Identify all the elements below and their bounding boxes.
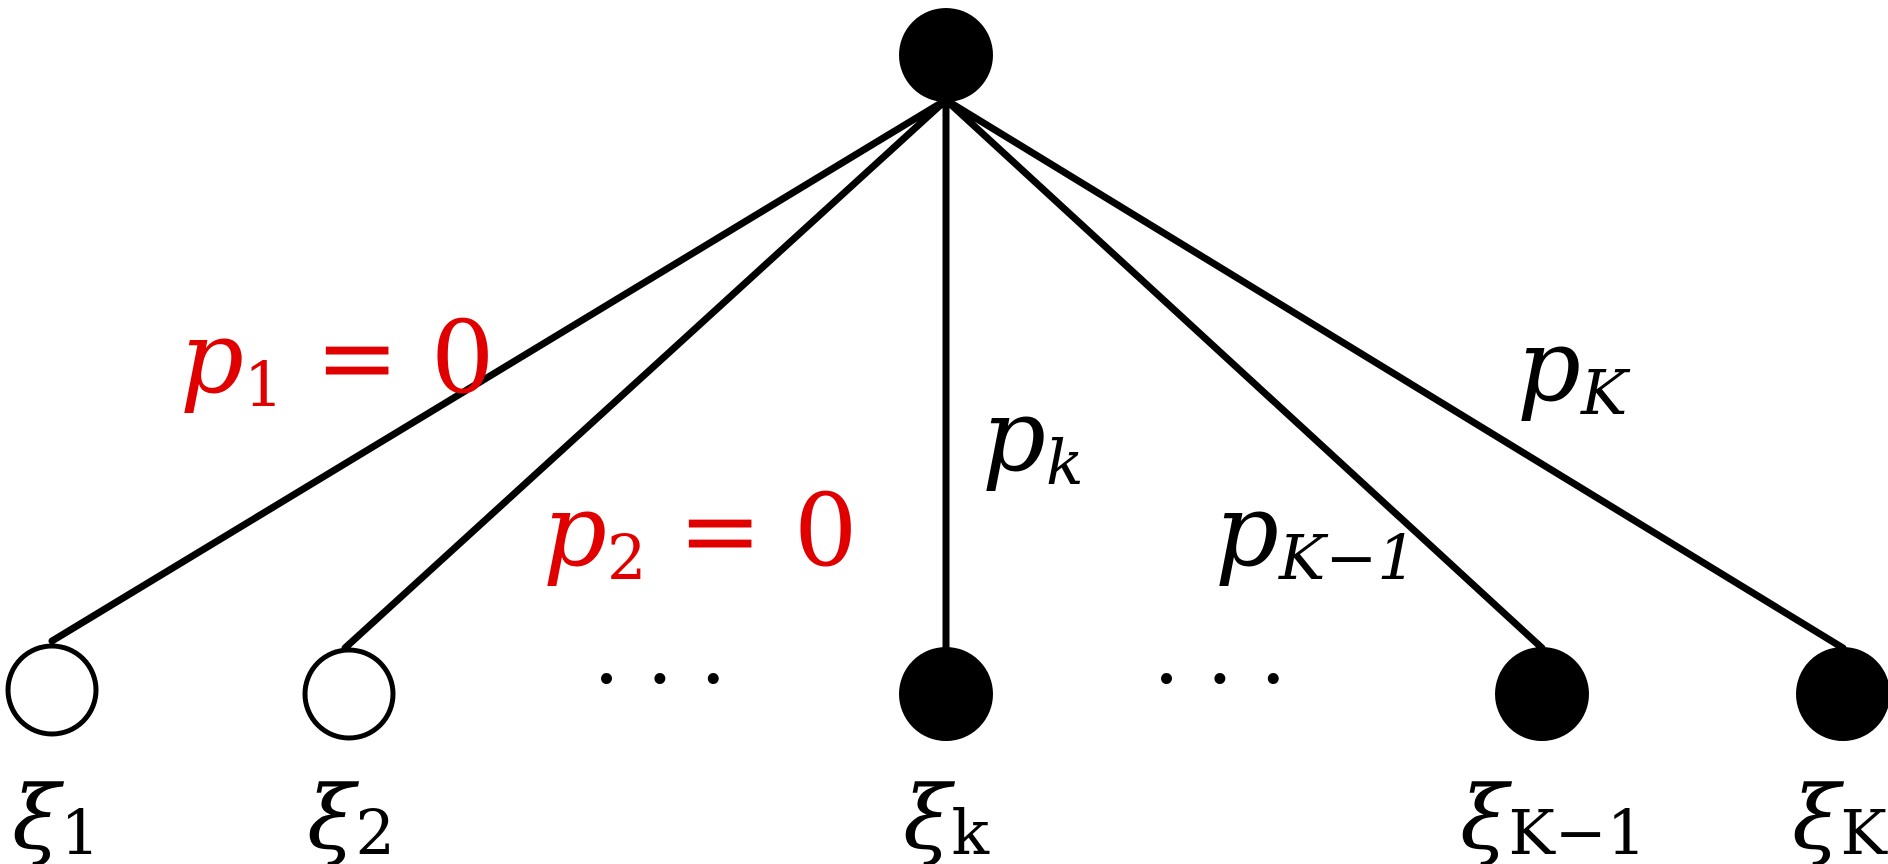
edge-label-pk-sub: k (1046, 426, 1084, 499)
leaf-label-xiK-symbol: ξ (1792, 766, 1845, 864)
ellipsis-right: · · · (1153, 630, 1287, 728)
root-node (899, 8, 993, 102)
edge-label-pk-base: p (982, 377, 1046, 494)
leaf-node-xi2 (302, 647, 396, 741)
edge-label-pKm1-sub: K−1 (1278, 521, 1417, 594)
edge-label-p2-base: p (543, 472, 607, 589)
leaf-label-xi1: ξ1 (12, 766, 100, 864)
leaf-label-xiK: ξK (1792, 766, 1888, 864)
edge-label-p1-base: p (180, 299, 244, 416)
leaf-label-xi2: ξ2 (307, 766, 395, 864)
leaf-label-xi2-sub: 2 (355, 796, 394, 864)
edge-root-xi2 (341, 96, 950, 652)
leaf-label-xiKm1-sub: K−1 (1508, 796, 1646, 864)
leaf-label-xik: ξk (903, 766, 989, 864)
edge-label-p1-suffix: = 0 (283, 299, 494, 416)
leaf-label-xi2-symbol: ξ (307, 766, 360, 864)
edge-label-pKm1: pK−1 (1215, 472, 1417, 594)
edge-label-p2-sub: 2 (607, 521, 646, 594)
leaf-node-xiK (1796, 647, 1888, 741)
ellipsis-left: · · · (593, 630, 727, 728)
edge-label-pk: pk (982, 377, 1084, 499)
edge-label-p1: p1 = 0 (180, 299, 494, 421)
edge-root-xiKm1 (942, 96, 1546, 652)
edge-root-xi1 (48, 96, 950, 645)
leaf-label-xiKm1: ξK−1 (1460, 766, 1646, 864)
leaf-label-xiK-sub: K (1840, 796, 1888, 864)
edge-label-pK-sub: K (1580, 356, 1631, 429)
leaf-label-xi1-sub: 1 (60, 796, 99, 864)
leaf-label-xik-sub: k (951, 796, 989, 864)
edge-label-p2-suffix: = 0 (646, 472, 857, 589)
edge-label-pK: pK (1517, 307, 1631, 429)
leaf-node-xiKm1 (1495, 647, 1589, 741)
leaf-node-xi1 (5, 643, 99, 737)
leaf-label-xi1-symbol: ξ (12, 766, 65, 864)
leaf-label-xik-symbol: ξ (903, 766, 956, 864)
edge-label-pKm1-base: p (1215, 472, 1279, 589)
edge-root-xiK (942, 96, 1847, 652)
edge-label-p2: p2 = 0 (543, 472, 857, 594)
edge-label-pK-base: p (1517, 307, 1581, 424)
edge-label-p1-sub: 1 (244, 348, 283, 421)
leaf-node-xik (899, 647, 993, 741)
leaf-label-xiKm1-symbol: ξ (1460, 766, 1513, 864)
